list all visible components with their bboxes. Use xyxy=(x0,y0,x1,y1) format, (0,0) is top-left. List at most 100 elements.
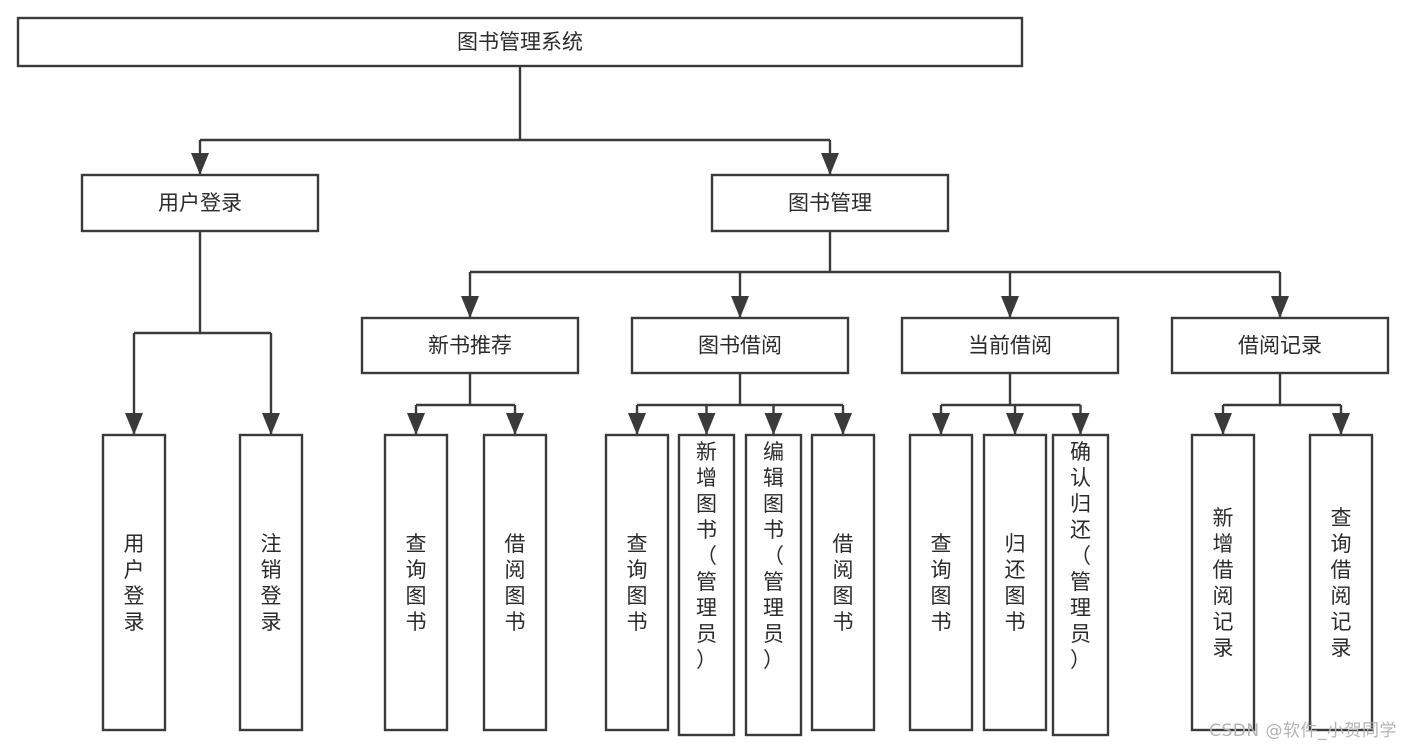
node-box-leaf-add-record xyxy=(1190,433,1256,732)
arrow-head-icon xyxy=(628,413,646,435)
node-label-char: 图 xyxy=(931,584,952,608)
node-box-book-manage xyxy=(710,173,950,233)
node-label-char: 新 xyxy=(1213,506,1234,530)
node-label-char: 书 xyxy=(627,610,648,634)
node-box-leaf-query-book-1 xyxy=(383,433,449,732)
node-box-leaf-query-book-3 xyxy=(908,433,974,732)
node-box-root xyxy=(16,16,1024,68)
node-label-char: 录 xyxy=(1331,636,1352,660)
arrow-head-icon xyxy=(932,413,950,435)
node-label-char: 借 xyxy=(833,532,854,556)
node-label-char: ） xyxy=(696,648,717,672)
node-new-book-rec[interactable]: 新书推荐 xyxy=(360,316,580,375)
node-box-book-borrow xyxy=(630,316,850,375)
node-label-char: 询 xyxy=(1331,532,1352,556)
arrow-head-icon xyxy=(262,413,280,435)
arrow-head-icon xyxy=(461,296,479,318)
node-box-leaf-edit-book xyxy=(744,433,803,737)
node-label-book-borrow: 图书借阅 xyxy=(698,334,782,358)
node-label-char: 阅 xyxy=(1331,584,1352,608)
node-label-char: 阅 xyxy=(1213,584,1234,608)
csdn-watermark: CSDN @软件_小贺同学 xyxy=(1209,721,1397,741)
node-label-char: 查 xyxy=(1331,506,1352,530)
node-label-char: 图 xyxy=(696,492,717,516)
node-label-root: 图书管理系统 xyxy=(457,30,583,54)
node-label-char: 阅 xyxy=(833,558,854,582)
node-label-char: 还 xyxy=(1070,518,1091,542)
node-user-login[interactable]: 用户登录 xyxy=(80,173,320,233)
connectors-layer xyxy=(125,66,1350,435)
node-label-char: 管 xyxy=(763,570,784,594)
node-box-current-borrow xyxy=(900,316,1120,375)
node-box-new-book-rec xyxy=(360,316,580,375)
node-label-char: 理 xyxy=(763,596,784,620)
node-box-leaf-query-record xyxy=(1308,433,1374,732)
arrow-head-icon xyxy=(1006,413,1024,435)
node-box-leaf-add-book xyxy=(677,433,736,737)
node-book-manage[interactable]: 图书管理 xyxy=(710,173,950,233)
node-label-char: 借 xyxy=(505,532,526,556)
node-label-char: 查 xyxy=(931,532,952,556)
node-label-new-book-rec: 新书推荐 xyxy=(428,334,512,358)
node-label-current-borrow: 当前借阅 xyxy=(968,334,1052,358)
node-box-leaf-borrow-book-1 xyxy=(482,433,548,732)
node-label-char: 书 xyxy=(1005,610,1026,634)
arrow-head-icon xyxy=(1001,296,1019,318)
arrow-head-icon xyxy=(407,413,425,435)
node-label-char: 增 xyxy=(1213,532,1234,556)
node-label-char: 图 xyxy=(505,584,526,608)
node-box-leaf-user-login xyxy=(101,433,167,732)
node-leaf-user-login[interactable]: 用户登录 xyxy=(101,433,167,732)
node-box-leaf-borrow-book-2 xyxy=(810,433,876,732)
node-label-char: （ xyxy=(696,544,717,568)
arrow-head-icon xyxy=(506,413,524,435)
arrow-head-icon xyxy=(1214,413,1232,435)
node-root[interactable]: 图书管理系统 xyxy=(16,16,1024,68)
node-label-char: 理 xyxy=(696,596,717,620)
node-label-char: 询 xyxy=(406,558,427,582)
node-label-char: 书 xyxy=(696,518,717,542)
arrow-head-icon xyxy=(834,413,852,435)
node-box-leaf-confirm-return xyxy=(1051,433,1110,737)
node-label-char: ） xyxy=(1070,648,1091,672)
arrow-head-icon xyxy=(731,296,749,318)
node-label-char: 还 xyxy=(1005,558,1026,582)
node-label-char: 户 xyxy=(124,558,145,582)
node-book-borrow[interactable]: 图书借阅 xyxy=(630,316,850,375)
node-box-leaf-return-book xyxy=(982,433,1048,732)
node-label-char: 新 xyxy=(696,440,717,464)
node-box-user-login xyxy=(80,173,320,233)
node-label-char: 确 xyxy=(1070,440,1091,464)
node-label-char: 书 xyxy=(505,610,526,634)
arrow-head-icon xyxy=(125,413,143,435)
node-label-char: 归 xyxy=(1005,532,1026,556)
arrow-head-icon xyxy=(1071,413,1090,435)
node-label-char: 注 xyxy=(261,532,282,556)
arrow-head-icon xyxy=(1332,413,1350,435)
node-label-char: 归 xyxy=(1070,492,1091,516)
node-label-char: 管 xyxy=(1070,570,1091,594)
node-label-char: 询 xyxy=(627,558,648,582)
node-label-char: 销 xyxy=(261,558,282,582)
node-label-char: （ xyxy=(763,544,784,568)
node-current-borrow[interactable]: 当前借阅 xyxy=(900,316,1120,375)
node-box-leaf-user-logout xyxy=(238,433,304,732)
node-label-char: 查 xyxy=(627,532,648,556)
node-borrow-record[interactable]: 借阅记录 xyxy=(1170,316,1390,375)
node-label-char: 认 xyxy=(1070,466,1091,490)
node-label-char: 用 xyxy=(124,532,145,556)
